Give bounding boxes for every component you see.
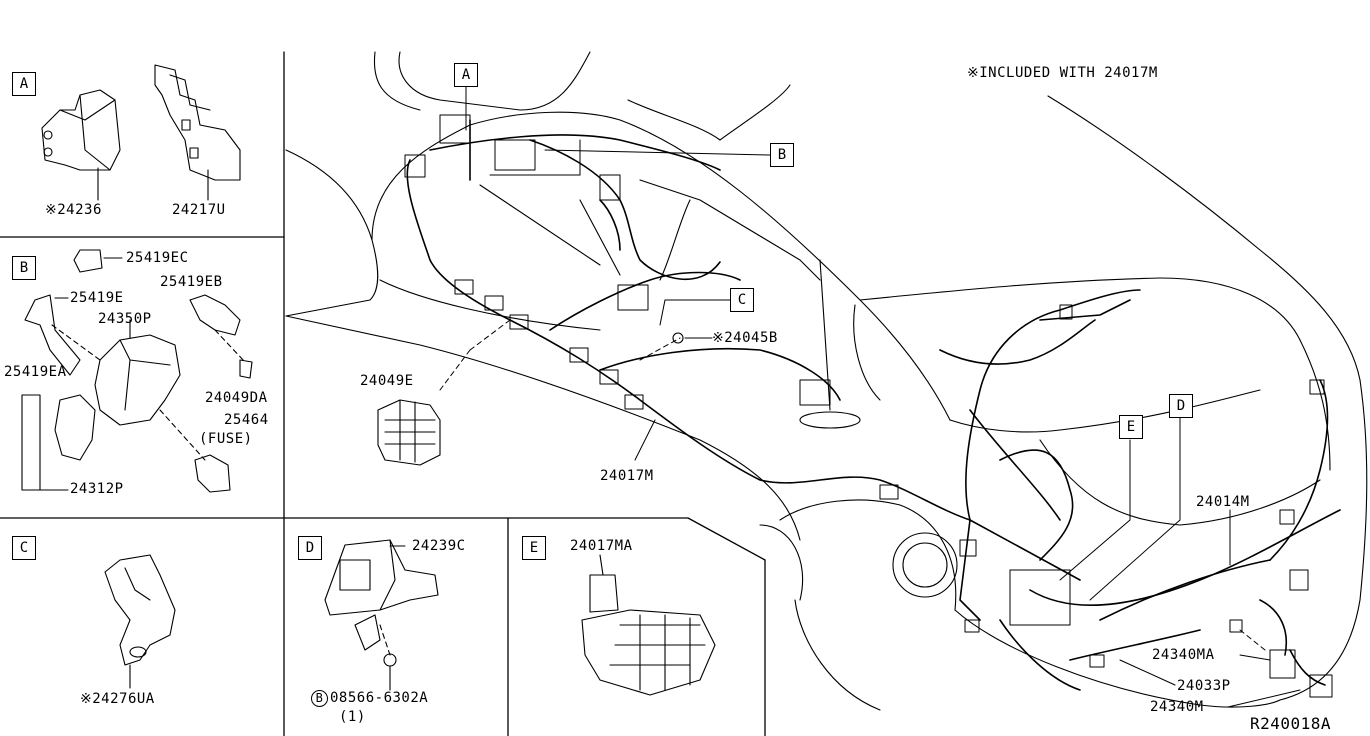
- vehicle-body-outline: [285, 51, 1368, 711]
- part-label-24217u: 24217U: [172, 202, 226, 218]
- diagram-id: R240018A: [1250, 714, 1332, 733]
- callout-tag-b: B: [770, 143, 794, 167]
- part-label-24045b: ※24045B: [712, 330, 778, 346]
- panel-e-part: [581, 554, 716, 696]
- bolt-symbol: B: [311, 690, 328, 707]
- part-label-25419eb: 25419EB: [160, 274, 223, 290]
- panel-tag-b: B: [12, 256, 36, 280]
- part-label-24049da: 24049DA: [205, 390, 268, 406]
- callout-tag-a: A: [454, 63, 478, 87]
- harness-connectors: [404, 114, 1333, 698]
- panel-b-parts: [21, 249, 253, 493]
- panel-tag-d: D: [298, 536, 322, 560]
- part-label-25419ea: 25419EA: [4, 364, 67, 380]
- part-label-25464: 25464: [224, 412, 269, 428]
- part-label-25419e: 25419E: [70, 290, 124, 306]
- panel-a-parts: [41, 64, 241, 201]
- panel-d-parts: [324, 539, 439, 691]
- callout-tag-d: D: [1169, 394, 1193, 418]
- part-label-24312p: 24312P: [70, 481, 124, 497]
- part-label-25419ec: 25419EC: [126, 250, 189, 266]
- panel-tag-c: C: [12, 536, 36, 560]
- included-note: ※INCLUDED WITH 24017M: [967, 65, 1158, 81]
- callout-tag-e: E: [1119, 415, 1143, 439]
- main-small-parts: [377, 332, 684, 466]
- part-label-25464-fuse: (FUSE): [199, 431, 253, 447]
- callout-tag-c: C: [730, 288, 754, 312]
- part-label-24236: ※24236: [45, 202, 102, 218]
- panel-c-part: [104, 554, 176, 689]
- panel-dividers: [0, 51, 766, 736]
- panel-tag-a: A: [12, 72, 36, 96]
- part-number-08566: 08566-6302A: [330, 690, 429, 706]
- part-label-08566-qty: (1): [339, 709, 366, 725]
- part-label-24276ua: ※24276UA: [80, 691, 155, 707]
- part-label-24239c: 24239C: [412, 538, 466, 554]
- part-label-24350p: 24350P: [98, 311, 152, 327]
- part-label-24033p: 24033P: [1177, 678, 1231, 694]
- part-label-24340ma: 24340MA: [1152, 647, 1215, 663]
- part-label-24340m: 24340M: [1150, 699, 1204, 715]
- main-harness-24017m: [406, 119, 1341, 691]
- part-label-24014m: 24014M: [1196, 494, 1250, 510]
- part-label-24017m: 24017M: [600, 468, 654, 484]
- part-label-24049e: 24049E: [360, 373, 414, 389]
- panel-tag-e: E: [522, 536, 546, 560]
- part-label-24017ma: 24017MA: [570, 538, 633, 554]
- leader-lines: [439, 86, 1301, 708]
